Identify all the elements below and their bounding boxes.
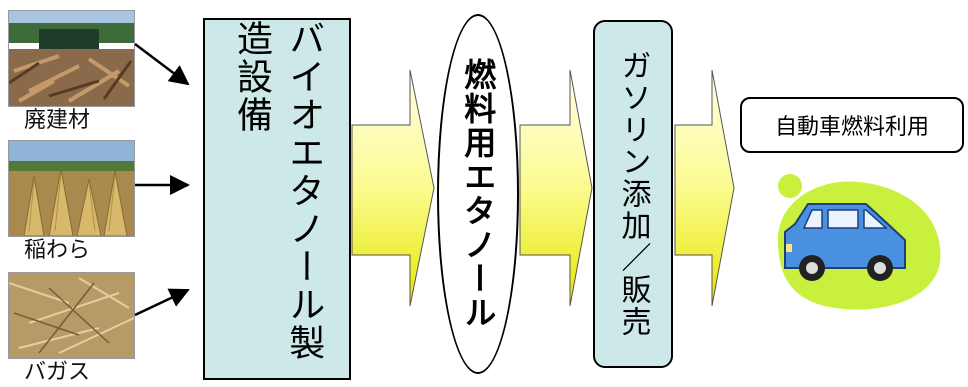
- waste-lumber-photo: [8, 10, 135, 107]
- feedstock-label-waste-lumber: 廃建材: [24, 108, 91, 133]
- feedstock-label-bagasse: バガス: [24, 360, 91, 385]
- fuel-ethanol-label: 燃料用エタノール: [459, 58, 498, 330]
- feedstock-label-rice-straw: 稲わら: [24, 238, 91, 263]
- block-arrow-blending-to-use: [674, 69, 735, 307]
- block-arrow-ethanol-to-blending: [519, 69, 593, 307]
- rice-straw-photo: [8, 140, 135, 237]
- gasoline-blending-box: ガソリン添加／販売: [593, 20, 673, 368]
- vehicle-fuel-use-label: 自動車燃料利用: [774, 115, 929, 140]
- ethanol-plant-label: バイオエタノール製造設備: [231, 20, 325, 362]
- feedstock-arrow: [134, 43, 190, 317]
- bagasse-photo: [8, 272, 135, 359]
- ethanol-plant-box: バイオエタノール製造設備: [203, 18, 351, 380]
- vehicle-fuel-use-box: 自動車燃料利用: [740, 97, 964, 153]
- fuel-ethanol-oval: 燃料用エタノール: [437, 14, 519, 374]
- car-icon: [778, 174, 941, 310]
- gasoline-blending-label: ガソリン添加／販売: [615, 50, 651, 338]
- block-arrow-plant-to-ethanol: [351, 69, 435, 307]
